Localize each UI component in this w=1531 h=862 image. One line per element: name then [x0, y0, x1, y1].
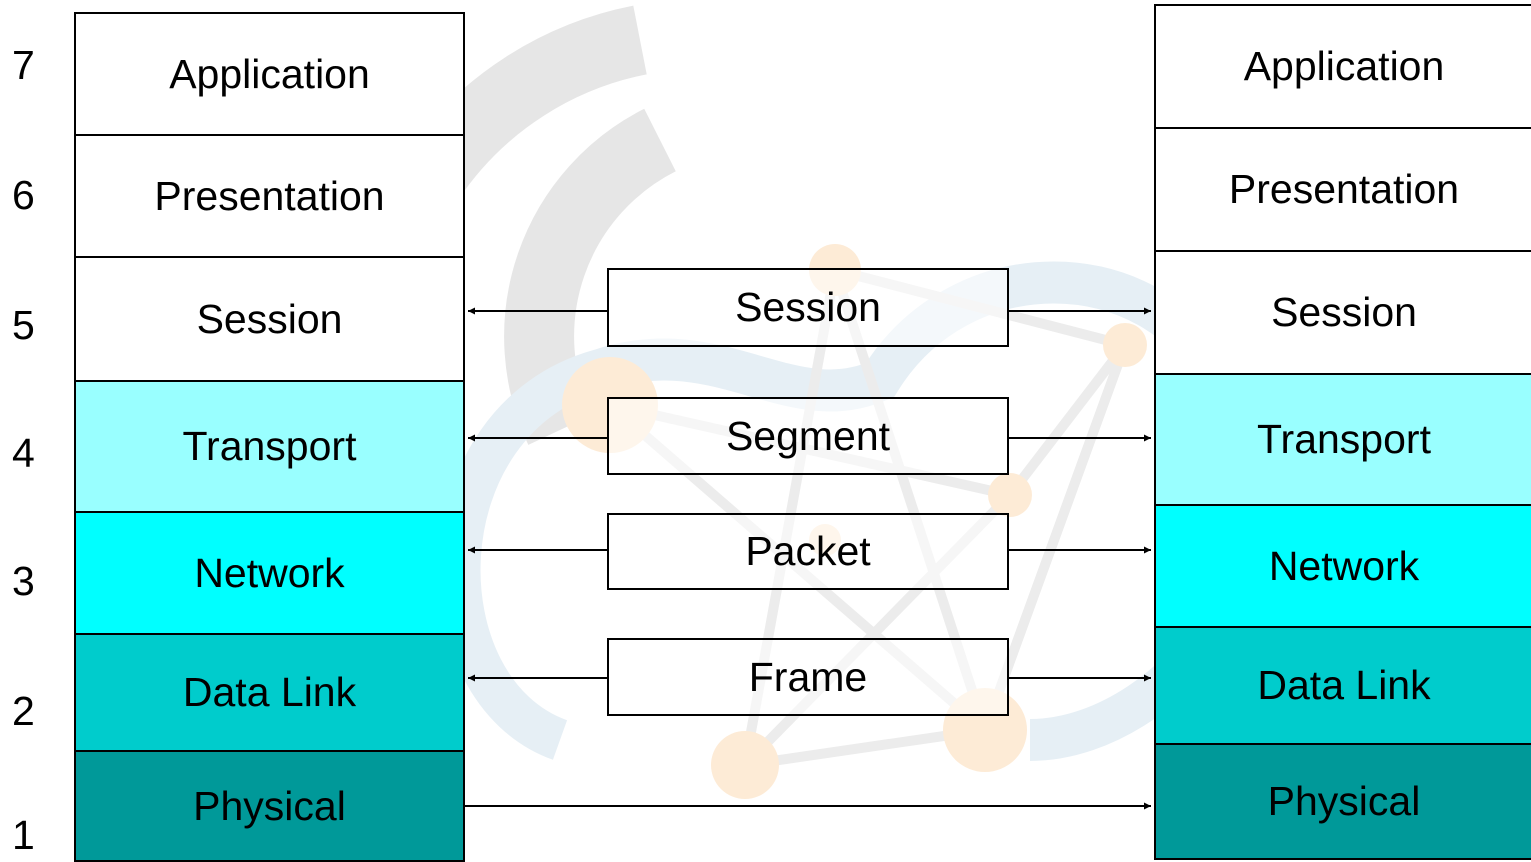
layer-number-3: 3: [12, 558, 35, 604]
right-layer-network: Network: [1154, 504, 1531, 628]
layer-number-2: 2: [12, 688, 35, 734]
left-layer-session: Session: [74, 256, 465, 382]
pdu-packet: Packet: [607, 513, 1009, 590]
left-layer-network: Network: [74, 511, 465, 635]
right-layer-session: Session: [1154, 250, 1531, 375]
right-layer-presentation: Presentation: [1154, 127, 1531, 252]
left-layer-transport: Transport: [74, 380, 465, 513]
right-layer-data-link: Data Link: [1154, 626, 1531, 745]
left-layer-presentation: Presentation: [74, 134, 465, 258]
left-layer-physical: Physical: [74, 750, 465, 862]
right-layer-transport: Transport: [1154, 373, 1531, 506]
left-layer-data-link: Data Link: [74, 633, 465, 752]
right-layer-application: Application: [1154, 4, 1531, 129]
layer-number-1: 1: [12, 812, 35, 858]
right-layer-physical: Physical: [1154, 743, 1531, 860]
pdu-frame: Frame: [607, 638, 1009, 716]
pdu-session: Session: [607, 268, 1009, 347]
layer-number-7: 7: [12, 42, 35, 88]
left-layer-application: Application: [74, 12, 465, 136]
layer-number-4: 4: [12, 430, 35, 476]
layer-number-6: 6: [12, 172, 35, 218]
layer-number-5: 5: [12, 302, 35, 348]
pdu-segment: Segment: [607, 397, 1009, 475]
